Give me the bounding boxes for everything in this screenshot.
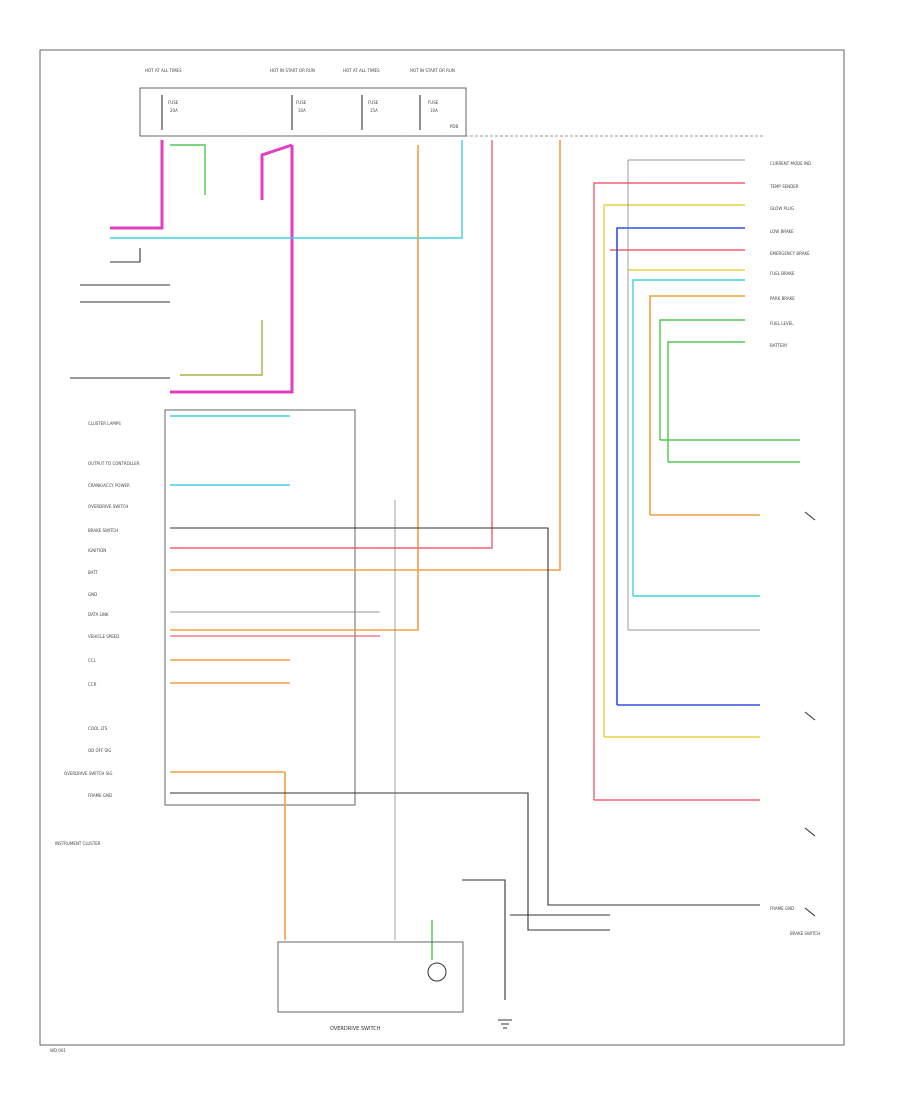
left-label-10: CCL — [88, 658, 97, 663]
fuse-2: HOT IN START OR RUN FUSE 10A — [270, 68, 315, 130]
left-label-12: COOL LTS — [88, 726, 108, 731]
right-label-0: CURRENT MODE IND — [770, 161, 811, 166]
right-signal-labels: CURRENT MODE IND TEMP SENDER GLOW PLUG L… — [769, 161, 811, 911]
right-label-3: LOW BRAKE — [770, 229, 794, 234]
switch-icon-3 — [804, 827, 816, 837]
switch-icon-1 — [804, 511, 816, 521]
fuse-1-top: HOT AT ALL TIMES — [145, 68, 182, 73]
fuse-3-top: HOT AT ALL TIMES — [343, 68, 380, 73]
left-label-1: OUTPUT TO CONTROLLER — [88, 461, 140, 466]
left-label-4: BRAKE SWITCH — [88, 528, 118, 533]
fuse-1-name: FUSE — [168, 100, 179, 105]
left-label-7: GND — [88, 592, 97, 597]
fuse-1-amp: 20A — [170, 108, 178, 113]
brake-switch-label: BRAKE SWITCH — [790, 931, 820, 936]
overdrive-indicator-icon — [427, 962, 447, 982]
right-label-9: FRAME GND — [770, 906, 794, 911]
left-label-5: IGNITION — [88, 548, 106, 553]
fuse-3-name: FUSE — [368, 100, 379, 105]
right-label-1: TEMP SENDER — [769, 184, 799, 189]
left-label-13: OD OFF SIG — [88, 748, 111, 753]
instrument-cluster-label: INSTRUMENT CLUSTER — [55, 841, 101, 846]
right-label-4: EMERGENCY BRAKE — [770, 251, 810, 256]
fuse-4-top: HOT IN START OR RUN — [410, 68, 455, 73]
fuse-4: HOT IN START OR RUN FUSE 10A — [410, 68, 455, 130]
cluster-connector — [164, 409, 356, 806]
overdrive-switch-box — [277, 941, 464, 1013]
left-label-11: CCR — [88, 682, 97, 687]
fuse-1: HOT AT ALL TIMES FUSE 20A — [145, 68, 182, 130]
left-label-9: VEHICLE SPEED — [88, 634, 119, 639]
fuse-4-name: FUSE — [428, 100, 439, 105]
fuse-4-amp: 10A — [430, 108, 438, 113]
overdrive-switch-label: OVERDRIVE SWITCH — [330, 1026, 381, 1032]
fuse-3-amp: 15A — [370, 108, 378, 113]
left-label-0: CLUSTER LAMPS — [88, 421, 121, 426]
left-label-6: BATT — [88, 570, 99, 575]
right-label-2: GLOW PLUG — [770, 206, 794, 211]
fuse-2-name: FUSE — [296, 100, 307, 105]
left-label-8: DATA LINK — [88, 612, 109, 617]
ground-icon — [498, 1019, 512, 1029]
figure-id: WD 001 — [50, 1048, 66, 1053]
right-label-7: FUEL LEVEL — [770, 321, 794, 326]
switch-icon-4 — [804, 907, 816, 917]
left-label-3: OVERDRIVE SWITCH — [88, 504, 128, 509]
fuse-2-amp: 10A — [298, 108, 306, 113]
fuse-3: HOT AT ALL TIMES FUSE 15A — [343, 68, 380, 130]
diagram-border — [39, 49, 845, 1046]
left-label-15: FRAME GND — [88, 793, 112, 798]
right-label-8: BATTERY — [770, 343, 788, 348]
switch-icon-2 — [804, 711, 816, 721]
left-label-2: CRANK/ACCY POWER — [88, 483, 130, 488]
left-signal-labels: CLUSTER LAMPS OUTPUT TO CONTROLLER CRANK… — [64, 421, 140, 798]
fuse-box-label: PDB — [450, 124, 458, 129]
fuse-2-top: HOT IN START OR RUN — [270, 68, 315, 73]
left-label-14: OVERDRIVE SWITCH SIG — [64, 771, 112, 776]
right-label-5: FUEL BRAKE — [770, 271, 795, 276]
right-label-6: PARK BRAKE — [770, 296, 795, 301]
